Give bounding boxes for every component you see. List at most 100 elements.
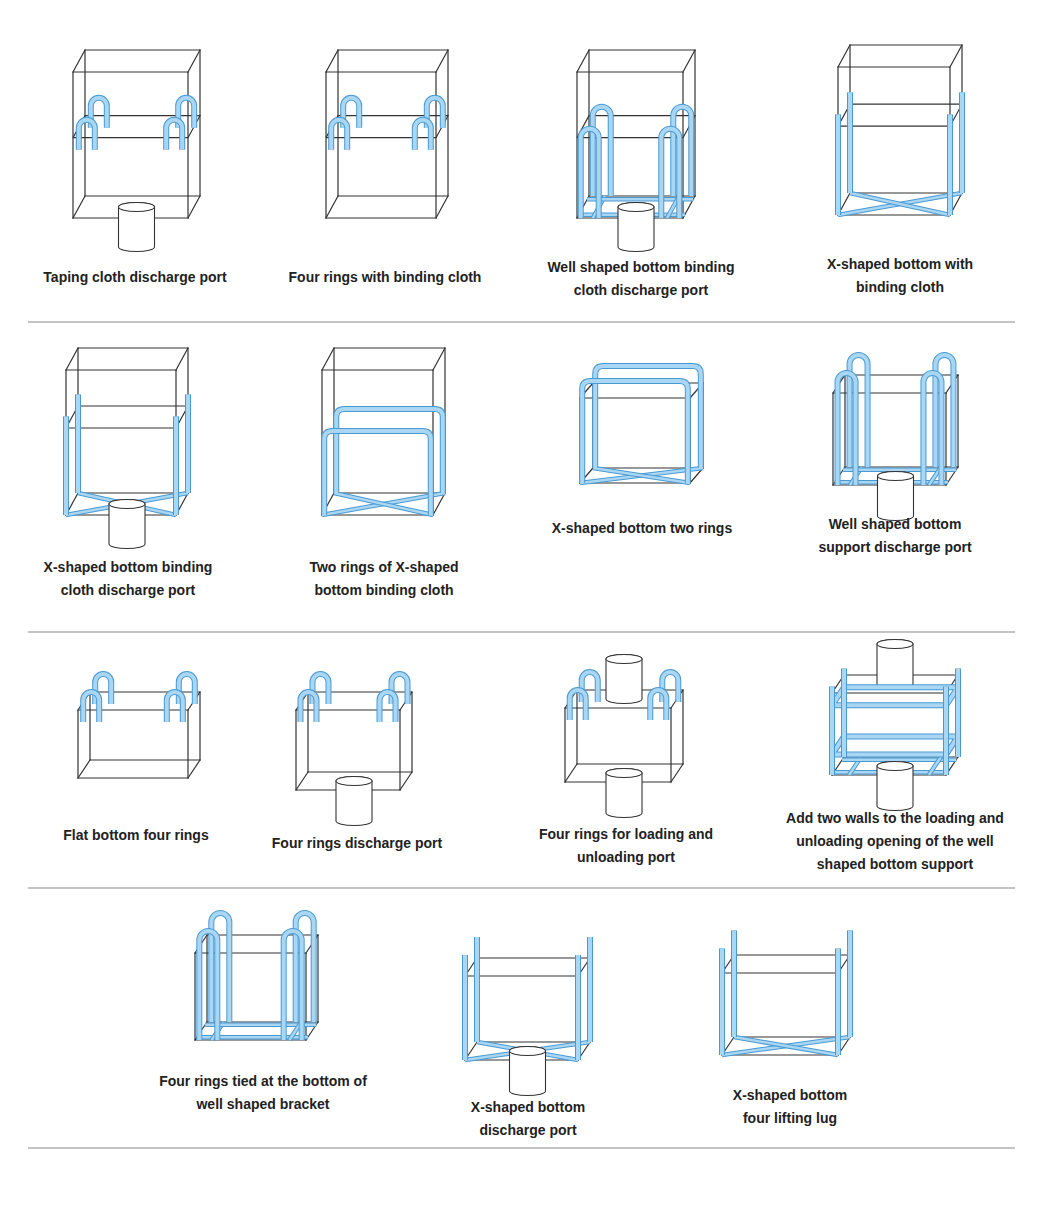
long-lifting-loop	[838, 373, 856, 485]
bulk-bag	[838, 45, 962, 215]
corner-strap	[186, 394, 190, 493]
bag-edge	[334, 347, 445, 348]
corner-strap	[948, 114, 952, 215]
x-bottom-strap	[850, 193, 950, 215]
spout-rim	[618, 203, 654, 212]
two-ring-strap	[582, 381, 688, 483]
bag-edge	[90, 691, 200, 692]
spout-body	[510, 1047, 546, 1096]
corner-strap-outline	[75, 394, 81, 493]
bag-edge	[66, 348, 78, 370]
bulk-bag	[66, 348, 188, 548]
bag-edge	[317, 935, 318, 1022]
well-bottom-strap	[929, 757, 941, 775]
corner-strap-outline	[959, 92, 965, 193]
corner-strap	[576, 955, 580, 1060]
bag-caption: X-shaped bottom binding cloth discharge …	[31, 556, 226, 602]
corner-strap	[960, 92, 964, 193]
bag-edge	[73, 196, 85, 218]
two-ring-strap	[324, 431, 431, 515]
bag-edge	[722, 972, 838, 973]
corner-strap-outline	[462, 955, 468, 1060]
bag-edge	[85, 49, 200, 50]
bulk-bag	[577, 50, 695, 252]
corner-strap	[848, 930, 852, 1037]
bag-edge	[838, 66, 950, 67]
bag-edge	[175, 370, 176, 515]
bag-edge	[308, 691, 412, 692]
bag-caption: X-shaped bottom discharge port	[458, 1096, 598, 1142]
bag-edge	[477, 957, 590, 958]
bag-edge	[326, 71, 436, 72]
bag-edge	[199, 50, 200, 196]
wall-belt-outline	[832, 737, 958, 755]
bag-edge	[849, 45, 850, 193]
bag-edge	[206, 935, 207, 1022]
corner-strap	[475, 937, 479, 1042]
bag-edge	[957, 375, 958, 467]
bag-edge	[78, 347, 188, 348]
corner-strap	[732, 930, 736, 1037]
bag-edge	[322, 514, 433, 515]
bag-edge	[682, 690, 683, 764]
corner-strap-outline	[841, 668, 847, 757]
corner-strap-outline	[829, 686, 835, 775]
bag-edge	[832, 393, 833, 485]
spout-rim	[606, 655, 642, 664]
bulk-bag	[833, 355, 958, 521]
bulk-bag	[565, 655, 683, 818]
bag-edge	[338, 49, 448, 50]
bag-edge	[734, 954, 850, 955]
bag-edge	[588, 50, 589, 196]
bulk-bag	[326, 50, 448, 218]
bag-edge	[436, 196, 448, 218]
wall-belt-outline	[832, 687, 958, 705]
x-bottom-strap	[322, 493, 445, 515]
bag-edge	[66, 369, 176, 370]
bag-edge	[77, 710, 78, 778]
corner-strap	[463, 955, 467, 1060]
lifting-loop-outline	[650, 690, 666, 720]
bulk-bag	[722, 930, 850, 1055]
row-separator	[28, 322, 1015, 323]
bag-edge	[78, 777, 188, 778]
bag-edge	[949, 67, 950, 215]
spout-rim	[109, 500, 145, 509]
x-bottom-strap	[734, 1037, 838, 1055]
bag-edge	[65, 370, 66, 515]
bag-edge	[199, 692, 200, 760]
bag-edge	[577, 763, 683, 764]
corner-strap-outline	[947, 114, 953, 215]
bag-edge	[850, 44, 962, 45]
x-bottom-strap-outline	[734, 1037, 838, 1055]
spout-body	[119, 203, 155, 252]
spout-body	[877, 640, 913, 689]
bag-edge	[188, 196, 200, 218]
x-bottom-strap	[722, 1037, 850, 1055]
bag-edge	[188, 760, 200, 778]
bag-caption: Two rings of X-shaped bottom binding clo…	[295, 556, 473, 602]
bag-edge	[72, 72, 73, 218]
bulk-bag	[195, 913, 318, 1040]
bag-caption: X-shaped bottom two rings	[522, 517, 762, 540]
long-lifting-loop-outline	[284, 931, 302, 1040]
bag-edge	[961, 45, 962, 193]
bulk-bag	[580, 366, 703, 483]
bag-edge	[577, 50, 589, 72]
bag-edge	[337, 50, 338, 196]
long-lifting-loop	[199, 931, 217, 1040]
bag-edge	[295, 710, 296, 790]
long-lifting-loop-outline	[661, 129, 679, 218]
bag-edge	[188, 50, 200, 72]
lifting-loop	[570, 690, 586, 720]
long-lifting-loop	[661, 129, 679, 218]
lifting-loop-outline	[570, 690, 586, 720]
bulk-bag	[296, 674, 412, 826]
corner-strap-outline	[835, 114, 841, 215]
bag-edge	[433, 348, 445, 370]
bag-edge	[325, 72, 326, 218]
row-separator	[28, 1148, 1015, 1149]
bag-edge	[194, 953, 195, 1040]
row-separator	[28, 632, 1015, 633]
binding-cloth-line	[838, 104, 962, 126]
